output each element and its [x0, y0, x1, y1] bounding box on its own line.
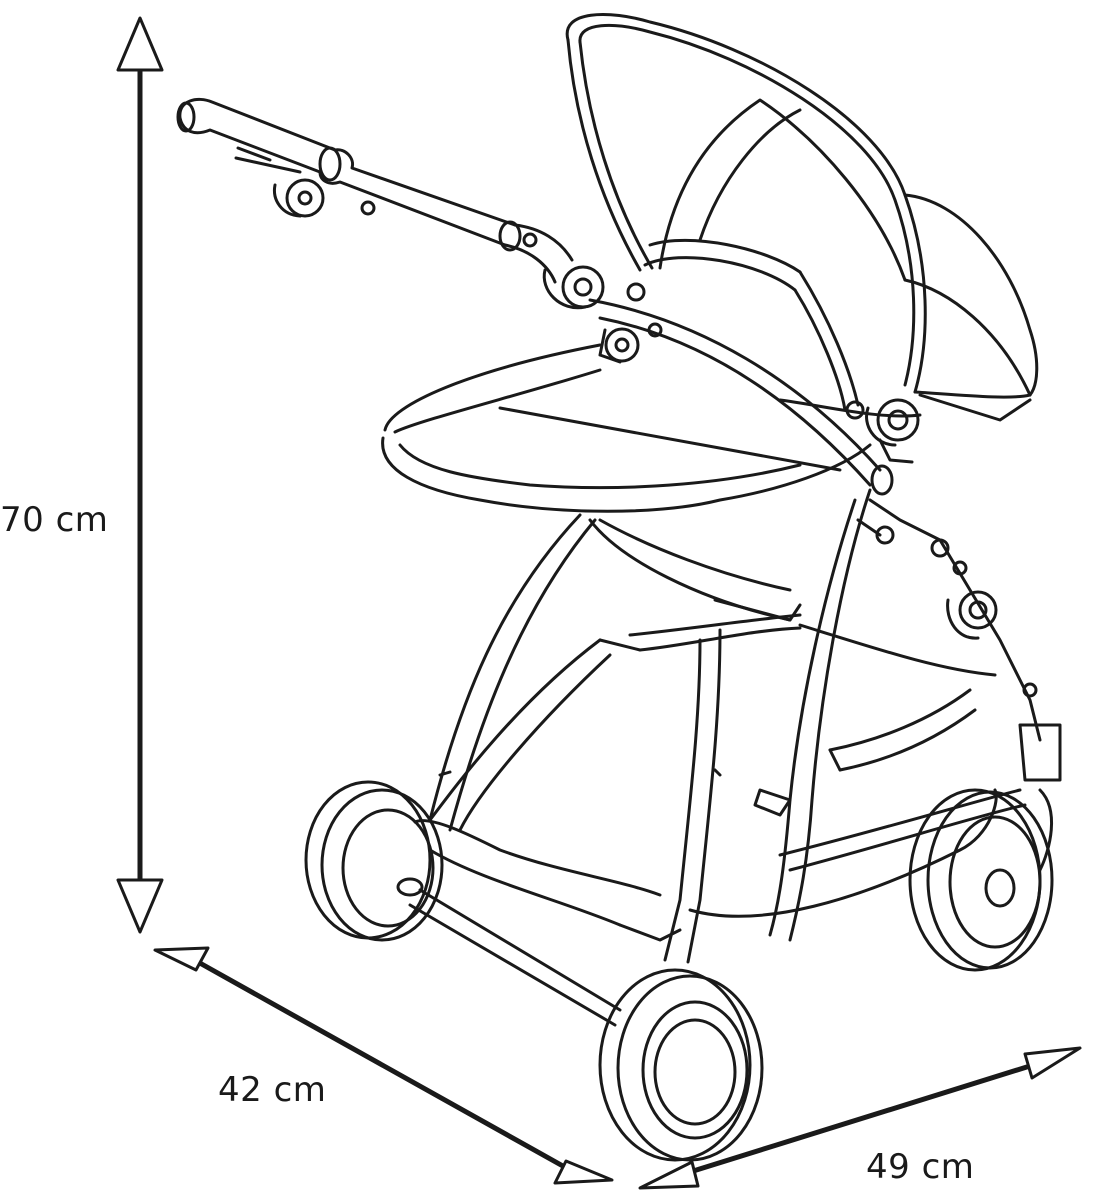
depth-label: 42 cm — [218, 1070, 327, 1110]
height-label: 70 cm — [0, 500, 109, 540]
canopy — [565, 13, 1039, 422]
seat-pivot-hub — [845, 398, 920, 464]
width-label: 49 cm — [866, 1147, 975, 1187]
front-center-wheel — [598, 968, 764, 1162]
depth-dimension-arrow — [153, 946, 614, 1185]
height-dimension-arrow — [116, 16, 164, 934]
front-left-wheel — [304, 780, 444, 942]
front-legs — [428, 513, 722, 964]
width-dimension-arrow — [638, 1046, 1082, 1190]
axles — [408, 788, 1027, 1027]
seat — [381, 343, 922, 622]
rear-right-wheel — [908, 788, 1054, 972]
handlebar — [176, 97, 646, 310]
main-frame — [768, 488, 1062, 942]
frame-arms — [588, 238, 894, 496]
